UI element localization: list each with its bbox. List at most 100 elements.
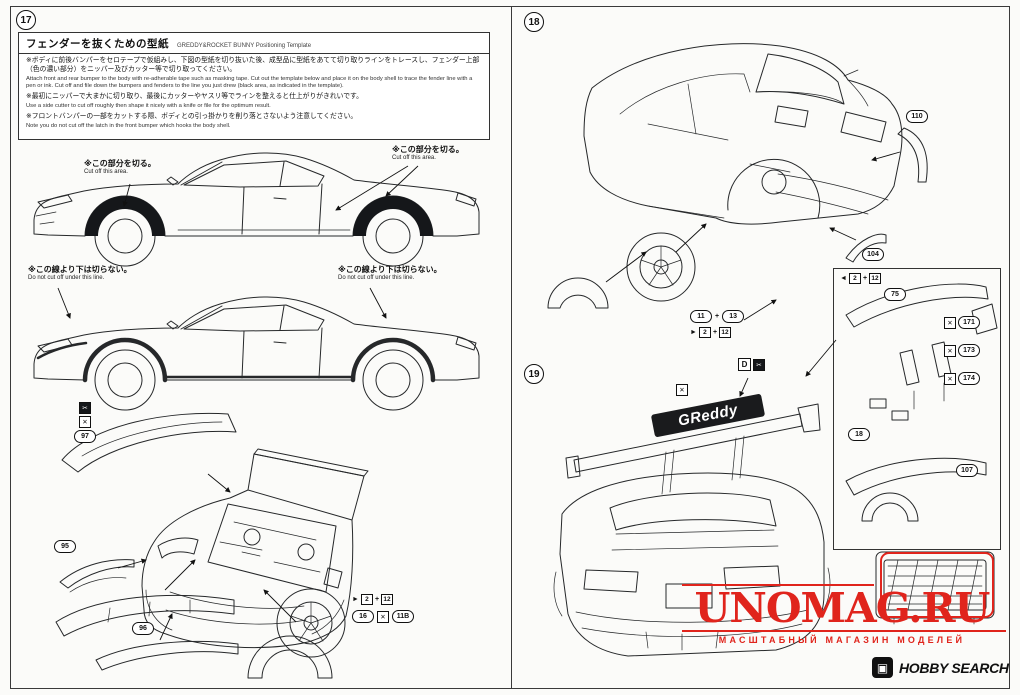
template-instructions-box: フェンダーを抜くための型紙 GREDDY&ROCKET BUNNY Positi… <box>18 32 490 140</box>
plus-sign: + <box>715 313 720 320</box>
splitter-callout: 95 <box>54 540 76 553</box>
part-110-callout: 110 <box>906 110 928 123</box>
no-glue-callout-step19: ✕ <box>676 384 688 396</box>
plus-sign: + <box>862 275 868 282</box>
rear-canard-part <box>845 233 887 263</box>
watermark-frame <box>880 552 994 618</box>
wing-parts-box <box>833 268 1001 550</box>
no-glue-icon: ✕ <box>79 416 91 428</box>
cut-area-left-en: Cut off this area. <box>84 169 128 175</box>
repeat-step-a: 2 <box>360 594 373 605</box>
part-callout-splitter: 95 <box>54 540 76 553</box>
instruction-2-en: Use a side cutter to cut off roughly the… <box>26 102 271 109</box>
rear-fender-flare-part <box>547 277 609 309</box>
part-174-callout: ✕ 174 <box>944 372 980 385</box>
part-callout-13: 13 <box>722 310 745 323</box>
repeat-step-b: 12 <box>869 273 882 284</box>
part-callout-hood: 97 <box>74 430 96 443</box>
part-callout-fender16: 16 <box>352 610 374 623</box>
wheel-tire-part-right <box>626 232 696 302</box>
part-107-callout: 107 <box>956 464 978 477</box>
repeat-step-a: 2 <box>848 273 861 284</box>
part-callout-104: 104 <box>862 248 884 261</box>
part-75-callout: 75 <box>884 288 906 301</box>
instruction-3-jp: ※フロントバンパーの一部をカットする際、ボディとの引っ掛かりを削り落とさないよう… <box>26 113 358 121</box>
no-cut-annotation-left: ※この線より下は切らない。 Do not cut off under this … <box>28 264 132 281</box>
instruction-3-en: Note you do not cut off the latch in the… <box>26 123 231 130</box>
watermark-rule-top <box>682 584 874 586</box>
instruction-1-jp: ※ボディに前後バンパーをセロテープで仮組みし、下図の型紙を切り抜いた後、成型品に… <box>26 57 480 73</box>
template-title-jp: フェンダーを抜くための型紙 <box>26 38 169 50</box>
part-callout-107: 107 <box>956 464 978 477</box>
part-callout-173: 173 <box>958 344 980 357</box>
cut-area-annotation-left: ※この部分を切る。 Cut off this area. <box>84 158 156 175</box>
rear-flare-strip-part <box>897 127 928 183</box>
arrow-right-icon: ► <box>690 329 697 336</box>
instruction-3: ※フロントバンパーの一部をカットする際、ボディとの引っ掛かりを削り落とさないよう… <box>26 113 482 130</box>
cut-icon: ✂ <box>753 358 765 371</box>
no-cut-annotation-right: ※この線より下は切らない。 Do not cut off under this … <box>338 264 442 281</box>
plus-sign: + <box>712 329 718 336</box>
cut-area-right-jp: ※この部分を切る。 <box>392 145 464 154</box>
front-lip-part <box>95 640 239 671</box>
assembly-note-left: ► 2 + 12 16 ✕ 11B <box>352 594 414 623</box>
hood-part <box>61 412 237 473</box>
no-glue-icon: ✕ <box>377 610 389 623</box>
front-bumper-part <box>55 594 235 637</box>
watermark-subtitle: МАСШТАБНЫЙ МАГАЗИН МОДЕЛЕЙ <box>718 635 966 645</box>
car-rear-view-with-wing <box>553 403 831 657</box>
hood-callout: ✂ ✕ 97 <box>74 402 96 443</box>
fender-flare-part-left <box>247 635 333 679</box>
instruction-1: ※ボディに前後バンパーをセロテープで仮組みし、下図の型紙を切り抜いた後、成型品に… <box>26 57 482 90</box>
instruction-2: ※最初にニッパーで大まかに切り取り、最後にカッターやヤスリ等でラインを整えると仕… <box>26 93 482 110</box>
part-callout-fender11b: 11B <box>392 610 414 623</box>
no-glue-icon: ✕ <box>944 316 956 329</box>
step-number-17: 17 <box>16 10 36 30</box>
assembly-note-box: ◄ 2 + 12 <box>840 273 882 284</box>
watermark-title: UNOMAG.RU <box>694 584 991 632</box>
trunk-garnish-part <box>875 551 995 625</box>
template-title-en: GREDDY&ROCKET BUNNY Positioning Template <box>177 43 312 49</box>
part-173-callout: ✕ 173 <box>944 344 980 357</box>
paint-code-d: D <box>738 358 751 371</box>
part-callout-174: 174 <box>958 372 980 385</box>
no-glue-icon: ✕ <box>676 384 688 396</box>
no-cut-right-en: Do not cut off under this line. <box>338 275 415 281</box>
hobby-search-logo: ▣ HOBBY SEARCH <box>872 657 1009 678</box>
cut-icon: ✂ <box>79 402 91 414</box>
instruction-1-en: Attach front and rear bumper to the body… <box>26 75 473 89</box>
no-cut-right-jp: ※この線より下は切らない。 <box>338 265 442 274</box>
hobby-search-logo-icon: ▣ <box>872 657 893 678</box>
repeat-step-b: 12 <box>381 594 394 605</box>
part-callout-11: 11 <box>690 310 712 323</box>
repeat-step-a: 2 <box>698 327 711 338</box>
assembly-note-step18: 11 + 13 ► 2 + 12 <box>690 310 745 338</box>
repeat-step-b: 12 <box>719 327 732 338</box>
plus-sign: + <box>374 596 380 603</box>
cut-area-left-jp: ※この部分を切る。 <box>84 159 156 168</box>
part-callout-75: 75 <box>884 288 906 301</box>
page-border <box>10 6 1010 689</box>
no-glue-icon: ✕ <box>944 372 956 385</box>
paint-callout-d: D ✂ <box>738 358 765 371</box>
part-callout-171: 171 <box>958 316 980 329</box>
no-cut-left-en: Do not cut off under this line. <box>28 275 105 281</box>
step-number-18: 18 <box>524 12 544 32</box>
cut-area-annotation-right: ※この部分を切る。 Cut off this area. <box>392 144 464 161</box>
no-cut-left-jp: ※この線より下は切らない。 <box>28 265 132 274</box>
car-side-template-limit-lines <box>33 296 480 411</box>
hobby-search-logo-text: HOBBY SEARCH <box>899 659 1009 676</box>
part-18-callout: 18 <box>848 428 870 441</box>
no-glue-icon: ✕ <box>944 344 956 357</box>
page-divider <box>511 6 512 689</box>
arrow-right-icon: ► <box>352 596 359 603</box>
instruction-2-jp: ※最初にニッパーで大まかに切り取り、最後にカッターやヤスリ等でラインを整えると仕… <box>26 93 363 101</box>
car-side-template-cut-areas <box>33 152 480 267</box>
part-callout-18: 18 <box>848 428 870 441</box>
arrow-left-icon: ◄ <box>840 275 847 282</box>
lip-callout: 96 <box>132 622 154 635</box>
part-callout-lip: 96 <box>132 622 154 635</box>
watermark-rule-bottom <box>682 630 1006 632</box>
wheel-tire-part-left <box>276 588 346 658</box>
